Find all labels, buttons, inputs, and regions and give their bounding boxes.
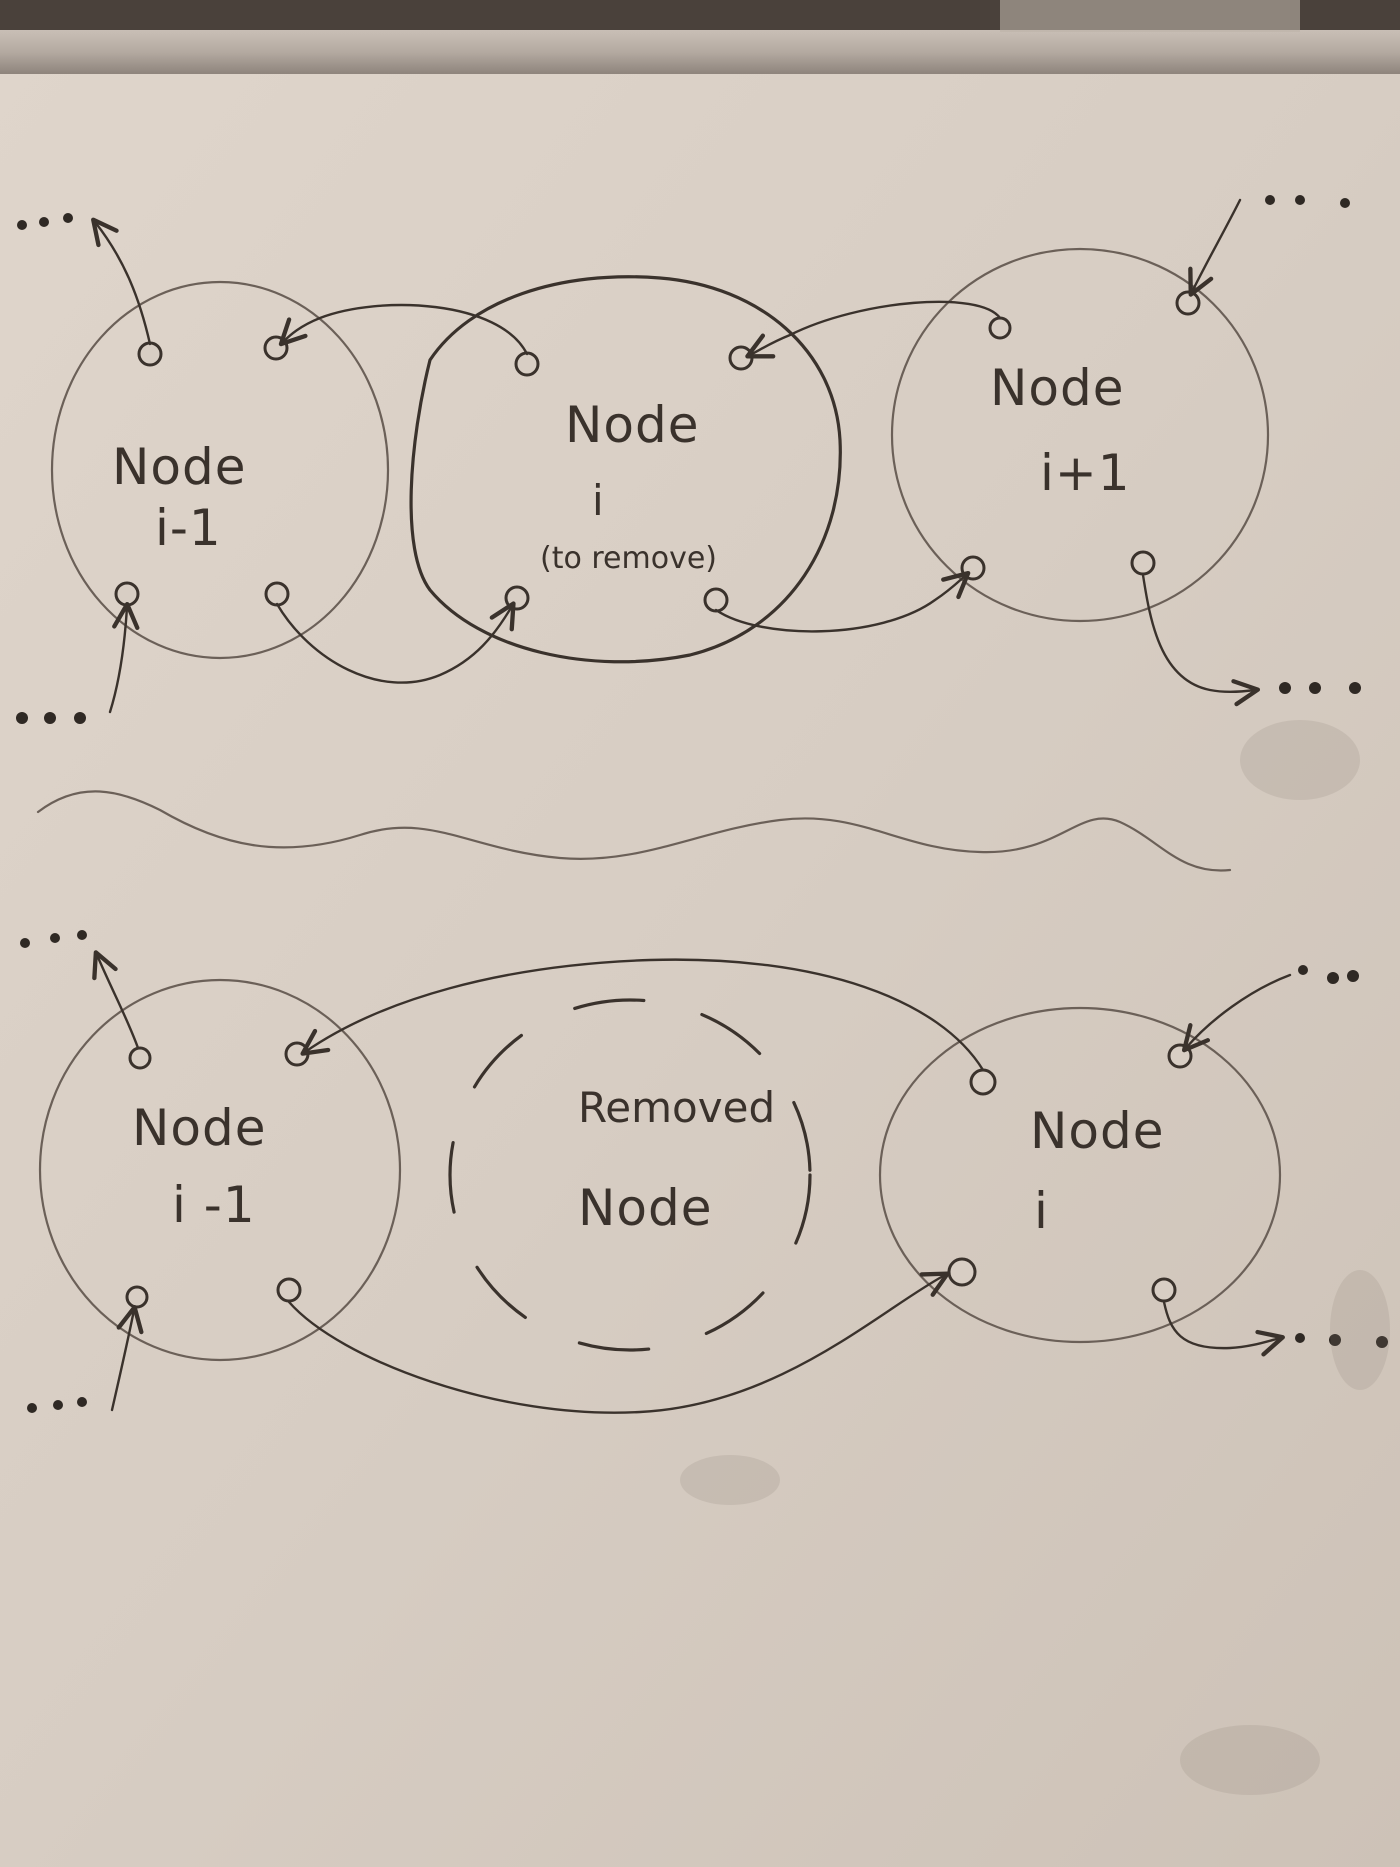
incoming-next-port — [1151, 1277, 1177, 1303]
node-note: (to remove) — [540, 541, 717, 576]
node-index: i-1 — [155, 499, 222, 557]
incoming-prev-port — [504, 585, 530, 611]
node-index: i+1 — [1040, 444, 1131, 502]
ellipsis-mid-right — [1279, 682, 1361, 694]
wavy-divider — [36, 790, 1232, 872]
arrow-right-next-out — [1162, 1300, 1285, 1357]
node-title: Node — [565, 396, 700, 454]
arrow-left-next-to-mid — [275, 601, 516, 684]
incoming-prev-port — [947, 1257, 977, 1287]
ellipsis-mid-left — [16, 712, 86, 724]
curtain-strip — [1000, 0, 1300, 32]
node-index: i — [1034, 1182, 1049, 1240]
next-pointer-port — [284, 1041, 310, 1067]
arrow-in-right-next — [1181, 973, 1292, 1053]
incoming-prev-port — [114, 581, 140, 607]
prev-pointer-port — [128, 1046, 152, 1070]
node-title: Node — [112, 438, 247, 496]
arrow-mid-prev-to-left — [278, 303, 529, 356]
arrow-left-prev-out — [91, 217, 152, 346]
arrow-right-prev-to-mid — [745, 300, 1002, 359]
next-pointer-port — [1167, 1043, 1193, 1069]
top-diagram: Node i-1 Node i (to remove) Node i+1 — [16, 195, 1361, 724]
incoming-next-port — [264, 581, 290, 607]
node-circle — [409, 275, 842, 664]
whiteboard-top-rail — [0, 30, 1400, 74]
prev-pointer-port — [514, 351, 540, 377]
node-title: Node — [990, 359, 1125, 417]
incoming-next-port — [276, 1277, 302, 1303]
removed-label-line1: Removed — [578, 1083, 775, 1132]
incoming-next-port — [703, 587, 729, 613]
prev-pointer-port — [969, 1068, 997, 1096]
node-index: i — [592, 476, 604, 525]
node-title: Node — [1030, 1102, 1165, 1160]
removed-node: Removed Node — [448, 998, 812, 1352]
whiteboard-surface — [0, 60, 1400, 1867]
arrow-in-left-prev — [110, 1305, 144, 1412]
prev-pointer-port — [137, 341, 163, 367]
arrow-in-left-prev — [108, 601, 140, 714]
arrow-left-prev-out — [92, 950, 140, 1050]
next-pointer-port — [1175, 290, 1201, 316]
ellipsis-bottom-right — [1295, 1333, 1388, 1348]
removed-label-line2: Node — [578, 1179, 713, 1237]
prev-pointer-port — [988, 316, 1012, 340]
node-circle — [50, 280, 390, 660]
node-index: i -1 — [172, 1176, 256, 1234]
ellipsis-bottom-top-right — [1298, 965, 1359, 984]
bottom-node-i-minus-1: Node i -1 — [38, 978, 402, 1362]
board-smudges — [680, 720, 1390, 1795]
arrow-i-prev-to-left — [300, 958, 985, 1072]
ellipsis-top-right — [1265, 195, 1350, 208]
node-circle — [890, 247, 1270, 623]
bottom-diagram: Node i -1 Removed Node Node i — [20, 930, 1388, 1414]
next-pointer-port — [728, 345, 754, 371]
arrow-left-next-to-i — [287, 1271, 950, 1414]
bottom-node-i: Node i — [878, 1006, 1282, 1344]
incoming-next-port — [1130, 550, 1156, 576]
ellipsis-bottom-top-left — [20, 930, 87, 948]
node-circle — [38, 978, 402, 1362]
arrow-right-next-out — [1141, 573, 1261, 707]
ellipsis-top-left — [17, 213, 73, 230]
node-circle — [878, 1006, 1282, 1344]
ellipsis-bottom-left — [27, 1397, 87, 1413]
top-node-i-plus-1: Node i+1 — [890, 247, 1270, 623]
incoming-prev-port — [125, 1285, 149, 1309]
node-title: Node — [132, 1099, 267, 1157]
arrow-mid-next-to-right — [714, 570, 971, 633]
arrow-in-right-next — [1188, 198, 1242, 297]
removed-node-circle — [448, 998, 812, 1352]
